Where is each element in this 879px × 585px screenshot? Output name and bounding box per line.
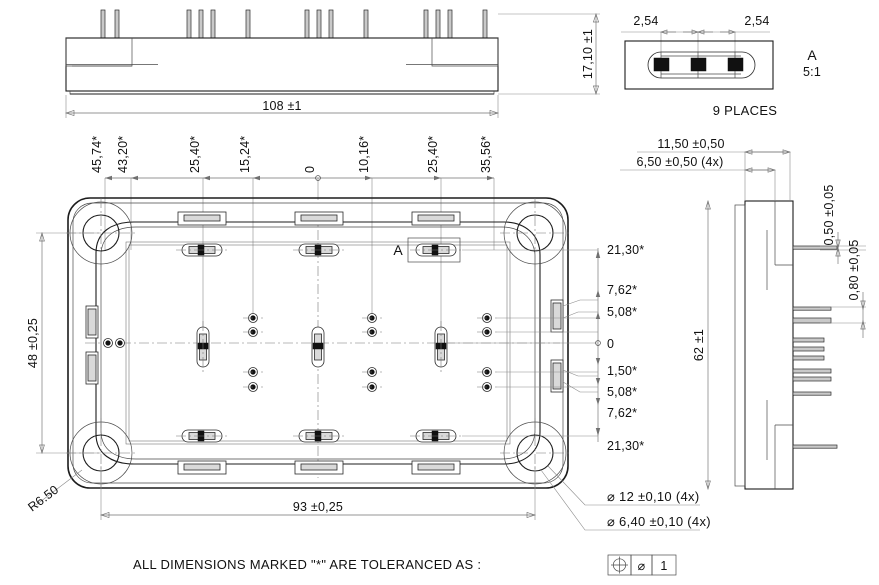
plan-top-dim-5: 10,16* <box>357 136 371 173</box>
terminal-pad <box>293 429 345 443</box>
mounting-hole-bottom-right <box>500 418 572 488</box>
dim-overall-width-label: 108 ±1 <box>262 99 301 113</box>
plan-top-dim-1: 43,20* <box>116 136 130 173</box>
plan-top-dim-7: 35,56* <box>479 136 493 173</box>
side-top-dimensions: 11,50 ±0,50 6,50 ±0,50 (4x) <box>620 137 792 200</box>
front-view-pins <box>100 9 488 39</box>
feature-control-frame: ⌀ 1 <box>607 554 677 576</box>
plan-signal-pins <box>103 313 497 392</box>
hole-note-inner: ⌀ 6,40 ±0,10 (4x) <box>607 514 711 529</box>
detail-view-scale: 5:1 <box>803 65 821 79</box>
plan-top-dim-0: 45,74* <box>90 136 104 173</box>
plan-right-dim-4: 1,50* <box>607 364 637 378</box>
mounting-hole-top-right <box>500 198 572 268</box>
dim-overall-height-label: 17,10 ±1 <box>581 29 595 79</box>
side-top-dim-0: 11,50 ±0,50 <box>657 137 724 151</box>
plan-right-dimensions: 21,30* 7,62* 5,08* 0 1,50* 5,08* 7,62* 2… <box>447 243 644 453</box>
plan-view: 45,74* 43,20* 25,40* 15,24* 0 10,16* 25,… <box>25 136 711 531</box>
detail-dim-right-label: 2,54 <box>744 14 769 28</box>
plan-top-dim-6: 25,40* <box>426 136 440 173</box>
plan-bottom-dim-label: 93 ±0,25 <box>293 500 343 514</box>
plan-top-dimensions: 45,74* 43,20* 25,40* 15,24* 0 10,16* 25,… <box>90 136 495 352</box>
plan-left-dim-label: 48 ±0,25 <box>26 318 40 368</box>
dim-overall-width: 108 ±1 <box>64 95 500 118</box>
hole-note-outer: ⌀ 12 ±0,10 (4x) <box>607 489 699 504</box>
detail-places-note: 9 PLACES <box>713 103 778 118</box>
vertical-pad <box>311 326 325 368</box>
front-elevation-view: 108 ±1 17,10 ±1 <box>64 9 600 118</box>
plan-hole-notes: ⌀ 12 ±0,10 (4x) ⌀ 6,40 ±0,10 (4x) <box>540 465 711 531</box>
plan-terminal-pads-bottom <box>176 429 462 443</box>
vertical-pad <box>196 321 210 373</box>
detail-view-label: A <box>807 47 817 63</box>
fcf-diameter-symbol: ⌀ <box>638 559 646 573</box>
detail-dim-arrows <box>659 29 737 35</box>
plan-right-dim-0: 21,30* <box>607 243 644 257</box>
side-top-dim-1: 6,50 ±0,50 (4x) <box>637 155 724 169</box>
vertical-pad <box>434 321 448 373</box>
plan-vertical-pads <box>196 321 448 373</box>
plan-right-dim-7: 21,30* <box>607 439 644 453</box>
side-elevation-view: 11,50 ±0,50 6,50 ±0,50 (4x) <box>620 137 866 491</box>
plan-right-dim-6: 7,62* <box>607 406 637 420</box>
side-right-dim-1: 0,80 ±0,05 <box>847 240 861 301</box>
plan-right-dim-5: 5,08* <box>607 385 637 399</box>
detail-dim-left-label: 2,54 <box>633 14 658 28</box>
plan-bottom-dimension: 93 ±0,25 <box>99 466 537 520</box>
detail-view-a: 2,54 2,54 A 5:1 9 PLACES <box>621 14 821 118</box>
plan-edge-slots <box>85 299 564 393</box>
plan-corner-radius-label: R6.50 <box>25 483 61 515</box>
front-view-body <box>65 37 499 95</box>
plan-terminal-pads-top: A <box>176 237 462 263</box>
plan-left-dimension: 48 ±0,25 <box>26 231 101 455</box>
side-view-body <box>734 200 794 490</box>
terminal-pad <box>176 243 228 257</box>
plan-top-dim-3: 15,24* <box>238 136 252 173</box>
terminal-pad <box>410 429 462 443</box>
tolerance-note-block: ALL DIMENSIONS MARKED "*" ARE TOLERANCED… <box>133 554 677 576</box>
terminal-pad <box>176 429 228 443</box>
plan-right-dim-3: 0 <box>607 337 614 351</box>
side-right-dimensions: 0,50 ±0,05 0,80 ±0,05 <box>820 185 866 338</box>
plan-right-dim-2: 5,08* <box>607 305 637 319</box>
side-height-dimension: 62 ±1 <box>692 199 711 491</box>
side-view-pins <box>792 245 838 449</box>
plan-right-dim-1: 7,62* <box>607 283 637 297</box>
dim-overall-height: 17,10 ±1 <box>498 12 600 96</box>
terminal-pad-detail-a <box>407 237 462 263</box>
plan-bottom-tabs <box>177 460 461 475</box>
plan-top-dim-2: 25,40* <box>188 136 202 173</box>
plan-top-dim-4: 0 <box>303 166 317 173</box>
plan-detail-callout-label: A <box>393 242 403 258</box>
plan-top-tabs <box>177 211 461 226</box>
fcf-tolerance-value: 1 <box>660 559 667 573</box>
side-height-dim-label: 62 ±1 <box>692 329 706 361</box>
plan-corner-radius-note: R6.50 <box>25 469 83 515</box>
tolerance-note-text: ALL DIMENSIONS MARKED "*" ARE TOLERANCED… <box>133 557 481 572</box>
terminal-pad <box>293 243 345 257</box>
side-right-dim-0: 0,50 ±0,05 <box>822 185 836 246</box>
